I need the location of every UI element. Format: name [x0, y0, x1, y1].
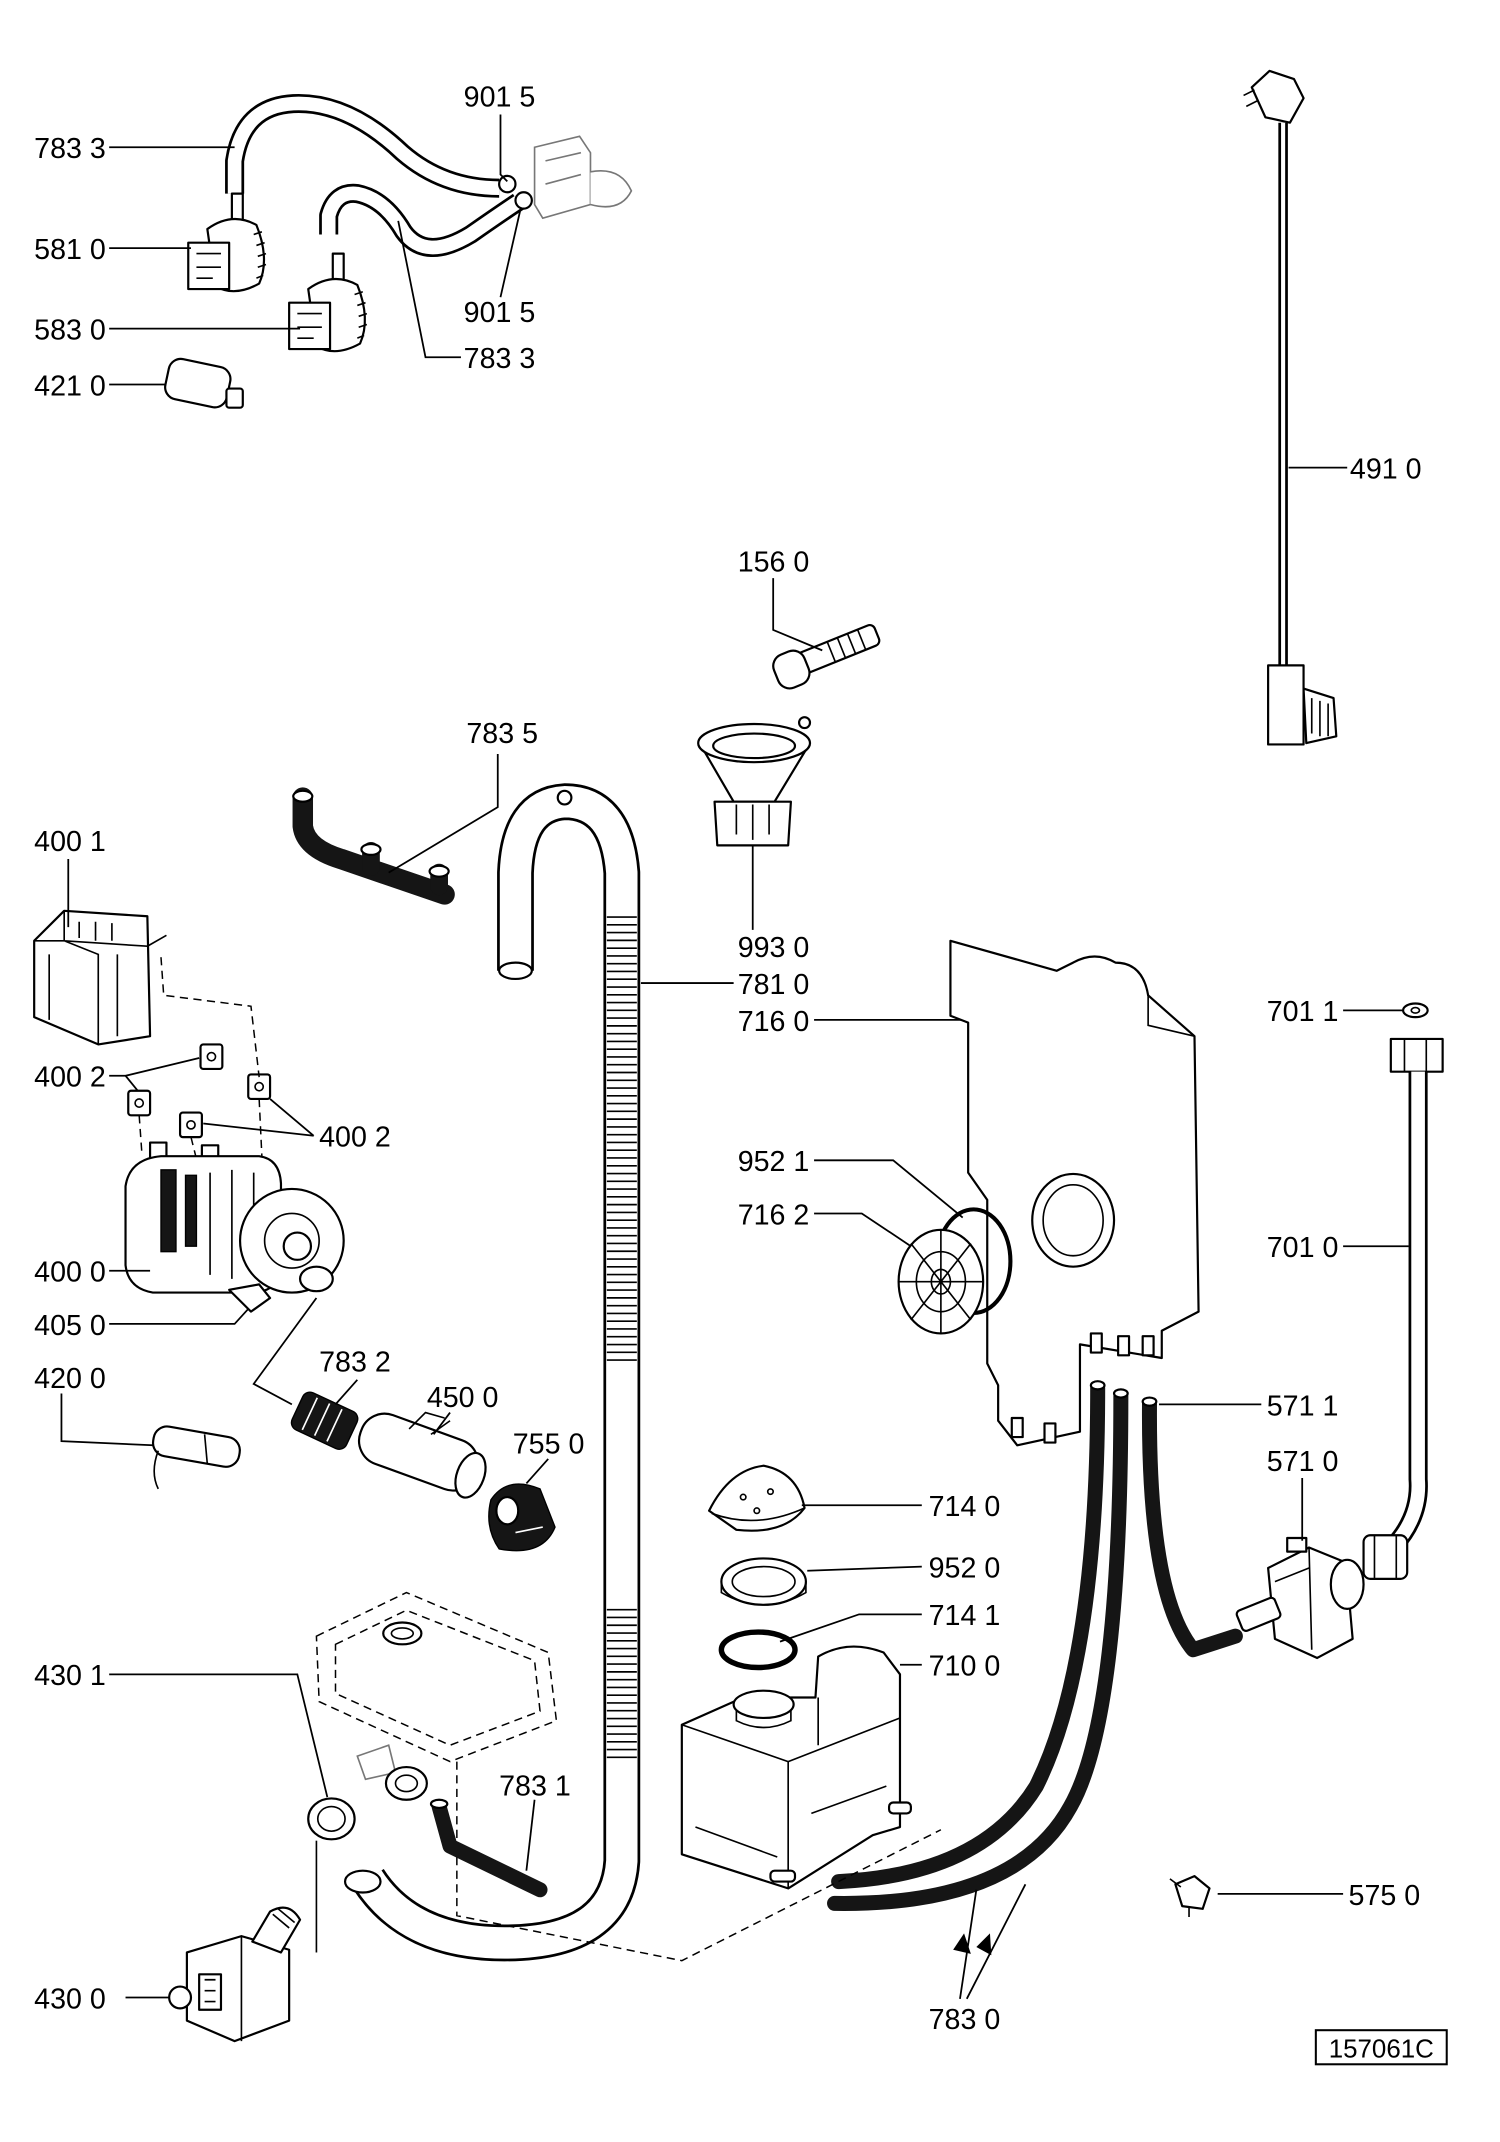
black-hose-571-1: [1141, 1396, 1243, 1658]
elbow-755: [488, 1483, 556, 1552]
leader-line: [814, 1212, 912, 1247]
washer-701-1: [1402, 1002, 1429, 1019]
label-783-0: 783 0: [929, 2004, 1001, 2036]
label-714-0: 714 0: [929, 1491, 1001, 1523]
arrowhead: [976, 1933, 992, 1956]
label-430-1: 430 1: [34, 1660, 106, 1692]
label-450-0: 450 0: [427, 1382, 499, 1414]
label-400-1: 400 1: [34, 826, 106, 858]
label-783-5: 783 5: [466, 718, 538, 750]
label-781-0: 781 0: [738, 969, 810, 1001]
label-710-0: 710 0: [929, 1651, 1001, 1683]
pressure-switch-upper: [187, 192, 267, 293]
black-connector-hose-783-5: [292, 787, 455, 905]
black-hoses-783-0: [827, 1380, 1129, 1911]
circulation-pump-motor: [124, 1141, 345, 1313]
pressure-chamber-housing: [533, 135, 633, 220]
leader-line: [959, 1883, 1027, 2000]
cap-714: [708, 1464, 806, 1532]
label-783-1: 783 1: [499, 1771, 571, 1803]
salt-container-710: [680, 1645, 912, 1890]
side-panel-716: [949, 939, 1200, 1447]
label-571-1: 571 1: [1267, 1390, 1339, 1422]
leader-line: [814, 1159, 964, 1219]
label-400-2-right: 400 2: [319, 1122, 391, 1154]
funnel-993: [697, 716, 812, 847]
leader-line: [334, 1379, 358, 1405]
label-716-2: 716 2: [738, 1199, 810, 1231]
label-714-1: 714 1: [929, 1600, 1001, 1632]
arrowhead: [953, 1933, 971, 1954]
leader-line: [779, 1613, 922, 1643]
sump-assembly: [315, 1591, 558, 1801]
leader-line: [109, 1308, 249, 1325]
hose-clips: [498, 174, 533, 210]
label-701-0: 701 0: [1267, 1232, 1339, 1264]
label-400-2-left: 400 2: [34, 1062, 106, 1094]
small-part-575: [1169, 1875, 1211, 1918]
label-581-0: 581 0: [34, 234, 106, 266]
label-571-0: 571 0: [1267, 1446, 1339, 1478]
leader-line: [807, 1565, 922, 1572]
leader-line: [772, 578, 823, 652]
label-430-0: 430 0: [34, 1983, 106, 2015]
leader-line: [432, 1412, 451, 1435]
inlet-hose-701: [1362, 1037, 1444, 1580]
leader-line: [203, 1098, 315, 1137]
cylinder-part-421: [164, 357, 244, 409]
assembly-dashed-lines: [138, 957, 263, 1171]
label-755-0: 755 0: [513, 1428, 585, 1460]
label-993-0: 993 0: [738, 932, 810, 964]
label-421-0: 421 0: [34, 370, 106, 402]
lower-pressure-hose: [319, 183, 524, 258]
black-hose-783-1: [429, 1798, 548, 1898]
rinse-aid-cap-156: [772, 623, 881, 690]
drain-hose-781: [343, 783, 641, 1962]
upper-pressure-hose: [225, 94, 500, 198]
inlet-valve-571: [1235, 1536, 1365, 1660]
power-cable: [1243, 69, 1338, 746]
sleeve-783-2: [290, 1391, 359, 1450]
leader-line: [388, 753, 499, 874]
leader-line: [525, 1458, 549, 1485]
drawing-number-box: 157061C: [1314, 2029, 1448, 2066]
relay-bracket-400-1: [33, 909, 167, 1046]
ring-430-1: [307, 1797, 356, 1841]
label-420-0: 420 0: [34, 1363, 106, 1395]
heater-450: [357, 1411, 487, 1499]
pressure-switch-lower: [288, 252, 368, 353]
label-400-0: 400 0: [34, 1257, 106, 1289]
label-901-5-lower: 901 5: [464, 297, 536, 329]
leader-line: [499, 114, 508, 182]
label-583-0: 583 0: [34, 315, 106, 347]
label-405-0: 405 0: [34, 1310, 106, 1342]
label-783-2: 783 2: [319, 1347, 391, 1379]
label-491-0: 491 0: [1350, 454, 1422, 486]
leader-line: [397, 220, 461, 359]
leader-line: [525, 1799, 536, 1871]
label-156-0: 156 0: [738, 546, 810, 578]
gasket-714-1: [718, 1629, 798, 1671]
label-952-1: 952 1: [738, 1146, 810, 1178]
label-716-0: 716 0: [738, 1006, 810, 1038]
label-783-3-lower: 783 3: [464, 343, 536, 375]
label-575-0: 575 0: [1349, 1880, 1421, 1912]
filter-716-2: [897, 1228, 985, 1335]
label-952-0: 952 0: [929, 1553, 1001, 1585]
drawing-number: 157061C: [1329, 2035, 1434, 2063]
leader-line: [252, 1297, 318, 1406]
leader-line: [109, 1057, 200, 1092]
part-labels: 783 3 901 5 581 0 583 0 421 0 901 5 783 …: [34, 81, 1421, 2035]
thermostat-420: [151, 1425, 241, 1490]
ring-952-0: [720, 1557, 807, 1606]
label-901-5-upper: 901 5: [464, 81, 536, 113]
leader-line: [499, 207, 522, 298]
leader-line: [109, 1673, 329, 1798]
drain-pump-430: [168, 1906, 302, 2043]
leader-lines: [60, 114, 1409, 2000]
label-783-3-upper: 783 3: [34, 133, 106, 165]
label-701-1: 701 1: [1267, 996, 1339, 1028]
leader-line: [60, 1393, 153, 1447]
